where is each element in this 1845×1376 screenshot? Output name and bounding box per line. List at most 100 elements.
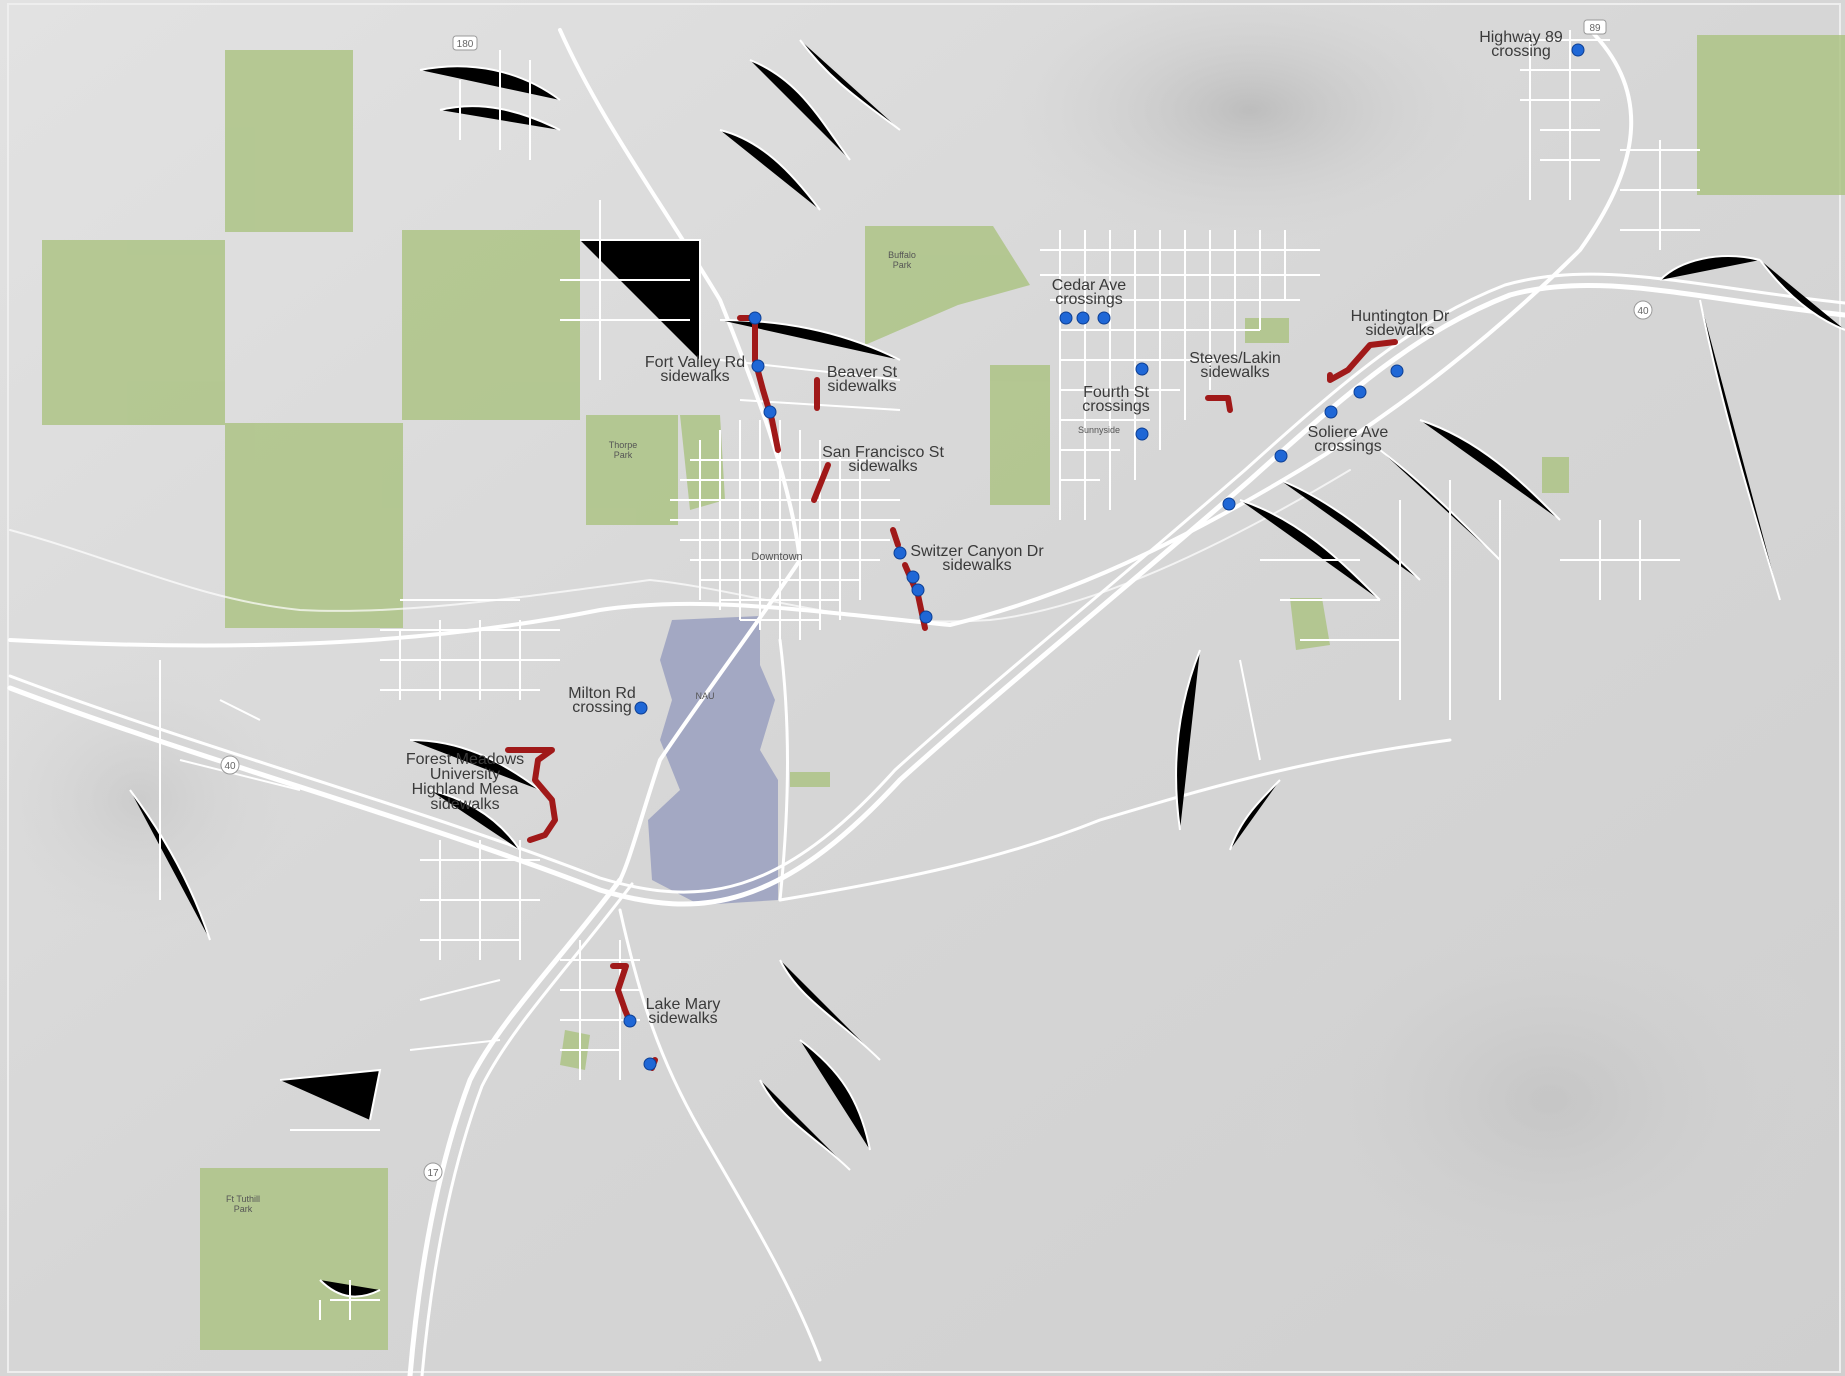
park-block <box>1290 598 1330 650</box>
crossing-point[interactable] <box>1135 362 1149 376</box>
us-89-shield: 89 <box>1583 19 1607 35</box>
crossing-point[interactable] <box>906 570 920 584</box>
steves-lakin-label: Steves/Lakin <box>1189 350 1281 367</box>
svg-text:180: 180 <box>457 39 474 50</box>
highway-shields: 180 89 40 40 17 <box>220 19 1653 1182</box>
svg-text:17: 17 <box>427 1168 439 1179</box>
thorpe-park-label: Park <box>614 450 633 460</box>
i-40-east-shield: 40 <box>1633 300 1653 320</box>
hill-shade-se <box>1250 880 1845 1320</box>
i-17-shield: 17 <box>423 1162 443 1182</box>
forest-meadows-sidewalk-segment <box>505 747 558 843</box>
us-180-shield: 180 <box>452 35 478 51</box>
crossing-point[interactable] <box>634 701 648 715</box>
southwest-subdivision-roads <box>279 840 540 1320</box>
east-subdivision-roads <box>1175 419 1680 851</box>
svg-text:40: 40 <box>1637 306 1649 317</box>
sunnyside-label: Sunnyside <box>1078 425 1120 435</box>
crossing-point[interactable] <box>751 359 765 373</box>
roads-layer <box>7 28 1845 1376</box>
huntington-sidewalk-segment <box>1327 339 1398 383</box>
i-40-west-shield: 40 <box>220 755 240 775</box>
park-block <box>42 240 225 425</box>
crossing-point[interactable] <box>1353 385 1367 399</box>
park-block <box>225 50 353 232</box>
lake-mary-label: sidewalks <box>648 1010 717 1027</box>
beaver-st-label: sidewalks <box>827 378 896 395</box>
lake-mary-road <box>618 908 822 1362</box>
ft-tuthill-park-label: Park <box>234 1204 253 1214</box>
cedar-ave-label: Cedar Ave <box>1052 277 1127 294</box>
interstate-40 <box>7 282 1845 907</box>
lone-tree-road <box>778 638 789 902</box>
fourth-st-label: crossings <box>1082 398 1150 415</box>
san-francisco-st-label: sidewalks <box>848 458 917 475</box>
forest-meadows-label: sidewalks <box>430 796 499 813</box>
crossing-point[interactable] <box>1222 497 1236 511</box>
buffalo-park-area <box>865 226 1030 345</box>
milton-rd-label: Milton Rd <box>568 685 636 702</box>
park-block <box>790 772 830 787</box>
crossing-point[interactable] <box>1390 364 1404 378</box>
thorpe-park-label: Thorpe <box>609 440 638 450</box>
crossing-point[interactable] <box>1135 427 1149 441</box>
huntington-dr-label: Huntington Dr <box>1351 308 1450 325</box>
hill-shade-w <box>0 660 300 940</box>
crossing-point[interactable] <box>643 1057 657 1071</box>
crossing-point[interactable] <box>1097 311 1111 325</box>
far-east-roads <box>1659 255 1845 601</box>
lake-mary-sidewalk-segment <box>610 963 633 1025</box>
nau-campus-area <box>648 616 778 905</box>
fort-valley-rd-label: Fort Valley Rd <box>645 354 745 371</box>
san-francisco-sidewalk-segment <box>811 462 831 503</box>
crossing-point[interactable] <box>919 610 933 624</box>
beaver-st-label: Beaver St <box>827 364 898 381</box>
downtown-grid <box>670 420 900 640</box>
route-66 <box>8 28 1634 648</box>
northeast-subdivision-roads <box>1520 30 1700 250</box>
park-east-central <box>990 365 1050 505</box>
buffalo-park-label: Park <box>893 260 912 270</box>
sunnyside-grid <box>1040 230 1320 520</box>
lake-mary-label: Lake Mary <box>646 996 721 1013</box>
steves-lakin-label: sidewalks <box>1200 364 1269 381</box>
switzer-canyon-dr-label: sidewalks <box>942 557 1011 574</box>
butler-avenue <box>778 738 1452 902</box>
place-labels: Buffalo Park Thorpe Park Ft Tuthill Park… <box>226 250 1120 1214</box>
soliere-ave-label: crossings <box>1314 438 1382 455</box>
south-subdivision-roads <box>560 940 881 1171</box>
crossing-point[interactable] <box>748 311 762 325</box>
park-block <box>1697 35 1845 195</box>
crossing-point[interactable] <box>1274 449 1288 463</box>
san-francisco-st-label: San Francisco St <box>822 444 944 461</box>
downtown-label: Downtown <box>751 551 802 563</box>
huntington-dr-label: sidewalks <box>1365 322 1434 339</box>
crossing-point[interactable] <box>763 405 777 419</box>
ft-tuthill-park-label: Ft Tuthill <box>226 1194 260 1204</box>
crossing-point[interactable] <box>893 546 907 560</box>
crossing-point[interactable] <box>623 1014 637 1028</box>
fourth-st-label: Fourth St <box>1083 384 1149 401</box>
crossing-point[interactable] <box>1059 311 1073 325</box>
crossing-points-layer <box>623 43 1585 1071</box>
thorpe-park-area <box>586 415 678 525</box>
crossing-point[interactable] <box>1571 43 1585 57</box>
cedar-ave-label: crossings <box>1055 291 1123 308</box>
highway-89-label: Highway 89 <box>1479 29 1563 46</box>
milton-road <box>618 558 802 882</box>
ft-tuthill-park-area <box>200 1168 388 1350</box>
crossing-point[interactable] <box>1076 311 1090 325</box>
project-labels: Highway 89 crossing Cedar Ave crossings … <box>406 29 1563 1027</box>
west-subdivision-roads <box>129 599 560 941</box>
buffalo-park-label: Buffalo <box>888 250 916 260</box>
interstate-40 <box>8 272 1845 894</box>
park-block <box>402 230 580 420</box>
interstate-17 <box>407 877 623 1376</box>
crossing-point[interactable] <box>1324 405 1338 419</box>
mountain-shade <box>990 0 1510 250</box>
crossing-point[interactable] <box>911 583 925 597</box>
switzer-canyon-dr-label: Switzer Canyon Dr <box>910 543 1044 560</box>
milton-rd-label: crossing <box>572 699 632 716</box>
highway-89-label: crossing <box>1491 43 1551 60</box>
